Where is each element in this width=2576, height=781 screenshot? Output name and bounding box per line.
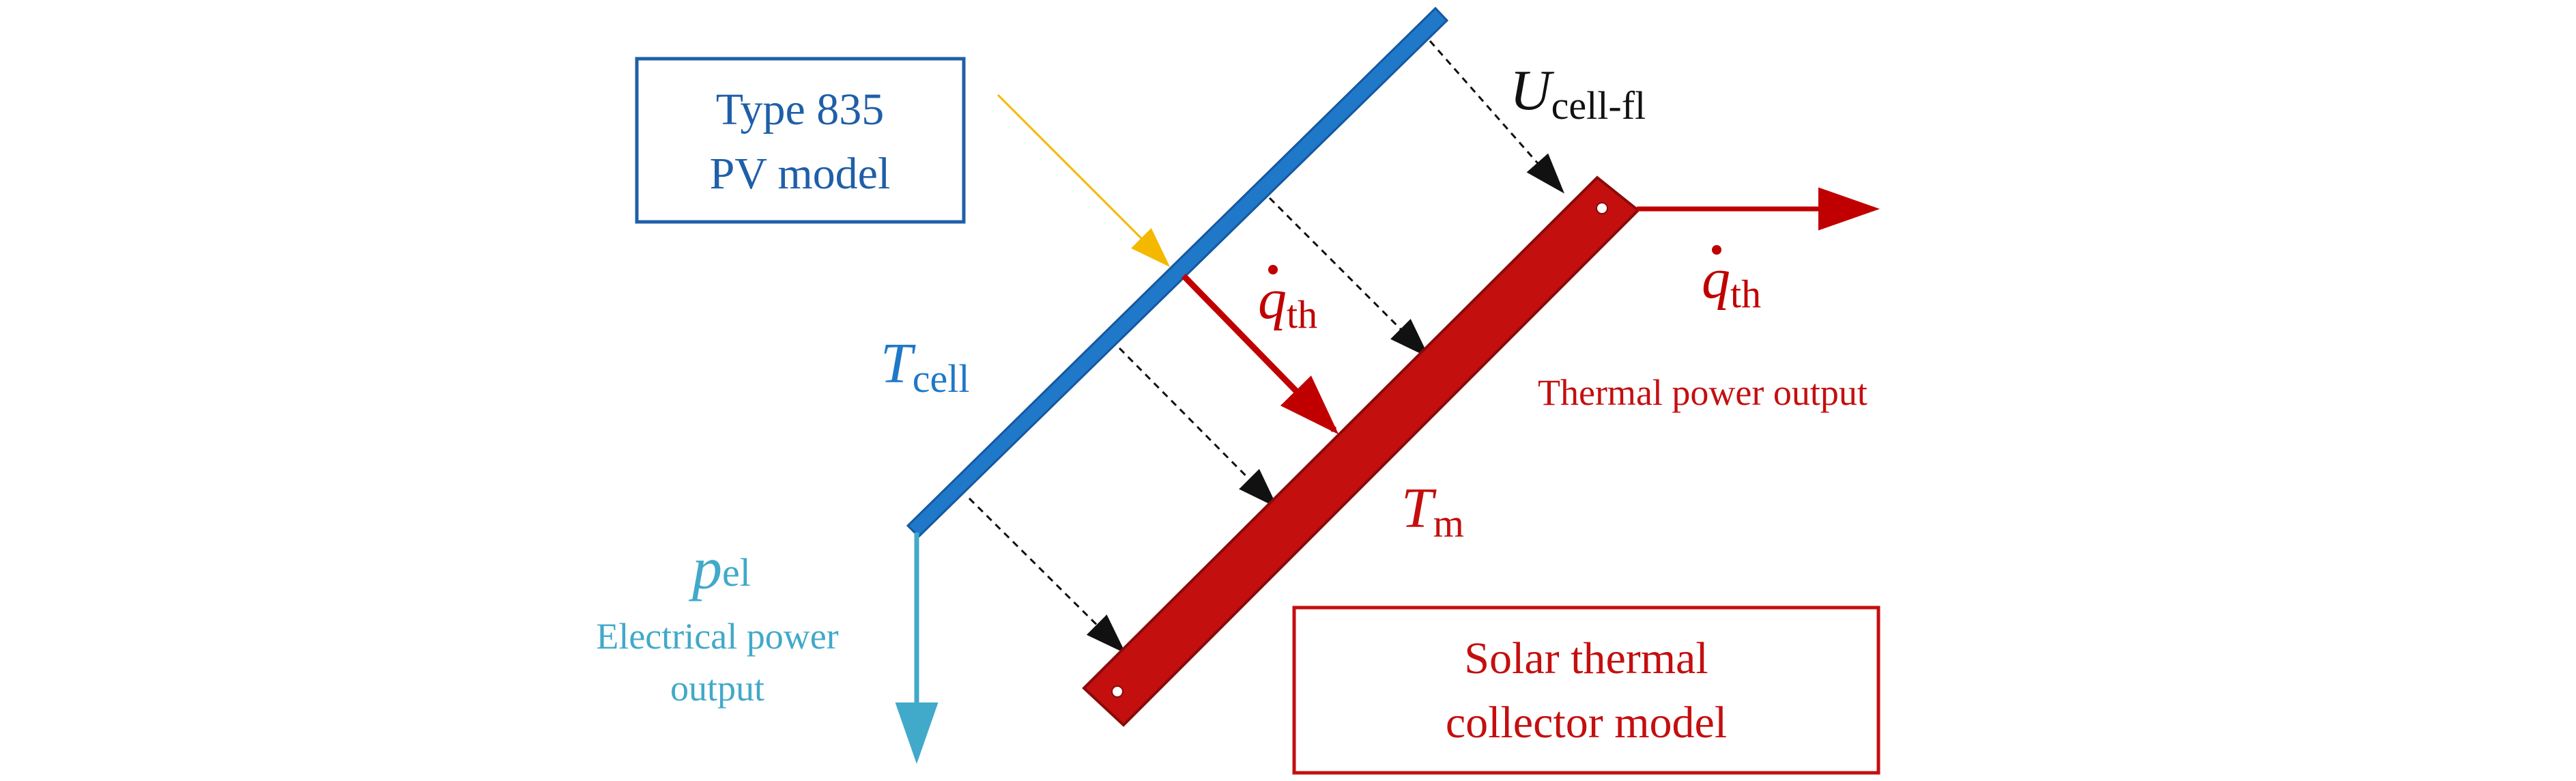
q-th-inner-dot [1268,265,1278,274]
sun-ray-arrow [997,94,1171,268]
t-m-main: T [1401,477,1437,540]
inner-heat-arrow [1181,273,1339,435]
t-cell-sub: cell [913,356,970,401]
q-th-outer-dot [1712,245,1721,255]
electrical-output-line1: Electrical power [596,616,838,657]
collector-model-box: Solar thermal collector model [1292,606,1880,775]
p-el-label: pel [688,536,751,602]
q-th-outer-sub: th [1730,272,1761,316]
collector-model-line1: Solar thermal [1464,634,1708,683]
u-main: U [1510,59,1555,122]
dashed-arrow-2 [1268,197,1430,358]
q-th-inner-main: q [1258,268,1287,331]
pv-model-line2: PV model [710,149,891,199]
collector-pin-top [1596,202,1608,214]
collector-model-box-frame [1292,606,1880,775]
t-m-label: Tm [1401,477,1464,545]
collector-bar [1082,175,1640,727]
p-el-sub: el [722,550,751,595]
thermal-output-label: Thermal power output [1538,372,1867,413]
q-th-outer-label: qth [1702,247,1761,316]
p-el-main: p [688,536,722,602]
dashed-arrow-1 [1429,40,1564,194]
electrical-output-line2: output [670,668,764,709]
u-sub: cell-fl [1551,83,1646,128]
collector-pin-bottom [1111,685,1124,698]
pv-model-line1: Type 835 [716,85,885,134]
pv-model-box: Type 835 PV model [635,57,966,224]
t-cell-label: Tcell [881,332,969,401]
q-th-inner-sub: th [1287,292,1317,337]
q-th-outer-main: q [1702,247,1730,311]
collector-body [1082,175,1640,727]
heat-transfer-arrows [968,40,1564,654]
dashed-arrow-4 [968,497,1126,654]
q-th-inner-label: qth [1258,268,1317,337]
dashed-arrow-3 [1118,347,1278,509]
pv-model-box-frame [635,57,966,224]
collector-model-line2: collector model [1446,698,1727,748]
u-cell-fl-label: Ucell-fl [1510,59,1646,128]
t-m-sub: m [1433,501,1464,545]
t-cell-main: T [881,332,916,395]
